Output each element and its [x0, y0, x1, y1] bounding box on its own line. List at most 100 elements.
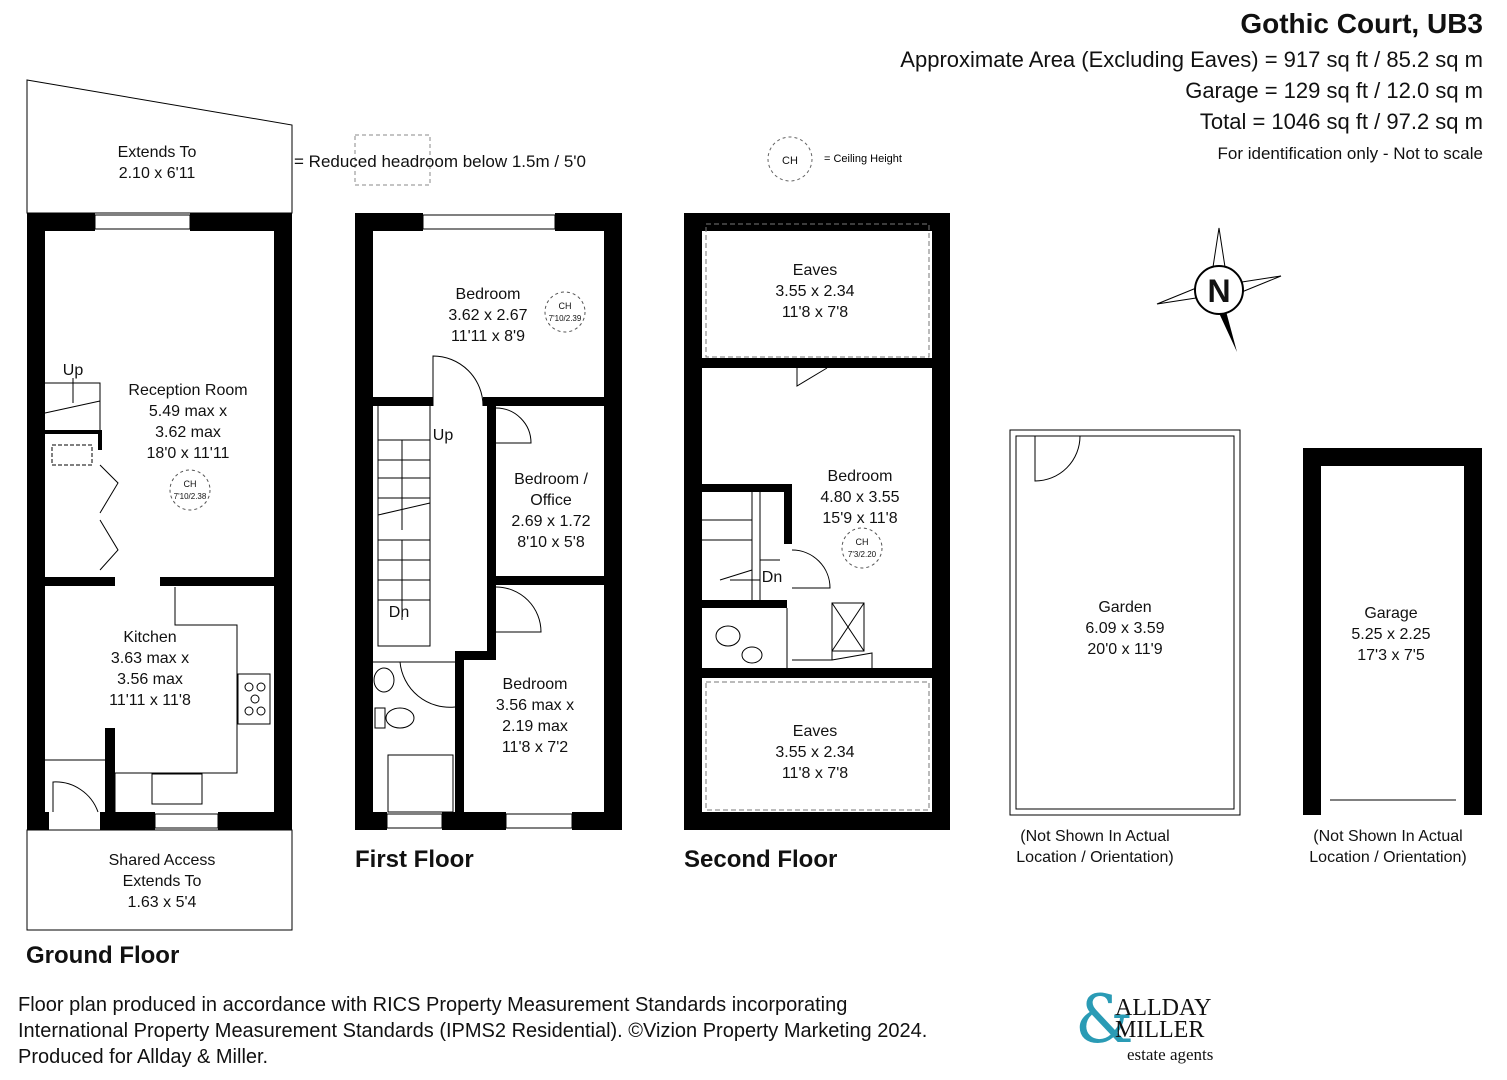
first-floor-walls [355, 213, 622, 830]
footer-line: International Property Measurement Stand… [18, 1020, 928, 1042]
total-area: Total = 1046 sq ft / 97.2 sq m [1199, 109, 1483, 134]
room-label-eaves-bottom: Eaves 3.55 x 2.34 11'8 x 7'8 [775, 723, 854, 782]
room-dimension: 3.56 max [117, 671, 183, 688]
garage-location-note: (Not Shown In Actual Location / Orientat… [1288, 826, 1488, 868]
room-dimension: 2.69 x 1.72 [511, 513, 590, 530]
ceiling-height-legend-icon [767, 136, 813, 182]
room-dimension: 3.63 max x [111, 650, 189, 667]
room-dimension: 11'8 x 7'2 [502, 739, 568, 756]
disclaimer: For identification only - Not to scale [1217, 144, 1483, 163]
room-name: Extends To [118, 144, 197, 161]
note-line: Location / Orientation) [1309, 849, 1467, 866]
footer-line: Produced for Allday & Miller. [18, 1046, 269, 1068]
room-dimension: Office [530, 492, 572, 509]
room-dimension: Extends To [123, 873, 202, 890]
ch-circle-ground [169, 469, 211, 511]
compass-icon: N [1156, 227, 1282, 352]
room-label-reception: Reception Room 5.49 max x 3.62 max 18'0 x 1… [128, 382, 247, 462]
room-dimension: 5.25 x 2.25 [1351, 626, 1430, 643]
logo-ampersand: & [1075, 981, 1134, 1058]
ch-value: 7'10/2.38 [174, 492, 207, 501]
garden-location-note: (Not Shown In Actual Location / Orientat… [995, 826, 1195, 868]
room-label-garage: Garage 5.25 x 2.25 17'3 x 7'5 [1351, 605, 1430, 664]
stairs-up-label: Up [433, 427, 454, 444]
garage-area: Garage = 129 sq ft / 12.0 sq m [1185, 78, 1483, 103]
garage-walls [1303, 448, 1482, 815]
ch-value: 7'10/2.39 [549, 314, 582, 323]
reduced-headroom-legend-icon [354, 134, 431, 186]
stairs-up-label: Up [63, 362, 84, 379]
ch-legend-label: = Ceiling Height [824, 153, 902, 165]
room-label-terrace: Extends To 2.10 x 6'11 [118, 144, 197, 182]
room-label-garden: Garden 6.09 x 3.59 20'0 x 11'9 [1085, 599, 1164, 658]
room-dimension: 15'9 x 11'8 [822, 510, 897, 527]
floor-label-second: Second Floor [684, 846, 838, 873]
room-dimension: 6.09 x 3.59 [1085, 620, 1164, 637]
garden-outline [1009, 429, 1241, 816]
room-dimension: 11'11 x 8'9 [451, 328, 525, 345]
room-name: Shared Access [109, 852, 216, 869]
stairs-down-label: Dn [389, 604, 409, 621]
room-dimension: 18'0 x 11'11 [147, 445, 230, 462]
room-dimension: 11'11 x 11'8 [109, 692, 191, 709]
room-dimension: 17'3 x 7'5 [1357, 647, 1425, 664]
ch-label: CH [184, 479, 197, 489]
room-name: Eaves [793, 723, 837, 740]
room-dimension: 2.19 max [502, 718, 568, 735]
room-name: Bedroom / [514, 471, 588, 488]
room-dimension: 3.62 max [155, 424, 221, 441]
room-dimension: 8'10 x 5'8 [517, 534, 585, 551]
floor-label-first: First Floor [355, 846, 474, 873]
logo-line3: estate agents [1127, 1045, 1214, 1064]
room-dimension: 3.56 max x [496, 697, 574, 714]
ch-label: CH [559, 301, 572, 311]
room-name: Garden [1098, 599, 1151, 616]
ch-label: CH [856, 537, 869, 547]
stairs-down-label: Dn [762, 569, 782, 586]
ch-value: 7'3/2.20 [848, 550, 877, 559]
room-name: Bedroom [828, 468, 893, 485]
ch-circle-first [544, 291, 586, 333]
compass-north-label: N [1207, 273, 1230, 309]
room-label-bedroom-1: Bedroom 3.62 x 2.67 11'11 x 8'9 [448, 286, 527, 345]
room-name: Reception Room [128, 382, 247, 399]
floor-label-ground: Ground Floor [26, 942, 180, 969]
note-line: (Not Shown In Actual [1313, 828, 1463, 845]
room-dimension: 4.80 x 3.55 [820, 489, 899, 506]
logo-line2: MILLER [1115, 1017, 1205, 1043]
room-dimension: 1.63 x 5'4 [128, 894, 197, 911]
room-label-eaves-top: Eaves 3.55 x 2.34 11'8 x 7'8 [775, 262, 854, 321]
reduced-headroom-legend: = Reduced headroom below 1.5m / 5'0 [294, 152, 586, 171]
ground-floor-walls [27, 213, 292, 830]
room-name: Bedroom [456, 286, 521, 303]
second-floor-walls [684, 213, 950, 830]
ch-legend-symbol: CH [782, 155, 798, 167]
room-dimension: 3.55 x 2.34 [775, 744, 854, 761]
room-dimension: 2.10 x 6'11 [119, 165, 196, 182]
room-name: Eaves [793, 262, 837, 279]
footer-line: Floor plan produced in accordance with R… [18, 994, 848, 1016]
room-name: Garage [1364, 605, 1417, 622]
footer-text: Floor plan produced in accordance with R… [18, 992, 927, 1070]
room-dimension: 11'8 x 7'8 [782, 765, 848, 782]
room-dimension: 20'0 x 11'9 [1087, 641, 1162, 658]
room-dimension: 3.55 x 2.34 [775, 283, 854, 300]
room-label-bedroom-2: Bedroom 3.56 max x 2.19 max 11'8 x 7'2 [496, 676, 574, 756]
area-summary: Approximate Area (Excluding Eaves) = 917… [900, 47, 1483, 72]
room-label-bedroom-3: Bedroom 4.80 x 3.55 15'9 x 11'8 [820, 468, 899, 527]
ch-circle-second [841, 527, 883, 569]
room-dimension: 3.62 x 2.67 [448, 307, 527, 324]
allday-miller-logo: & ALLDAY MILLER estate agents [1075, 981, 1245, 1073]
note-line: Location / Orientation) [1016, 849, 1174, 866]
logo-line1: ALLDAY [1115, 995, 1212, 1021]
property-title: Gothic Court, UB3 [1240, 8, 1483, 39]
shared-access-outline [26, 829, 293, 931]
note-line: (Not Shown In Actual [1020, 828, 1170, 845]
room-label-bedroom-office: Bedroom / Office 2.69 x 1.72 8'10 x 5'8 [511, 471, 590, 551]
room-dimension: 5.49 max x [149, 403, 227, 420]
room-dimension: 11'8 x 7'8 [782, 304, 848, 321]
room-name: Kitchen [123, 629, 176, 646]
room-name: Bedroom [503, 676, 568, 693]
